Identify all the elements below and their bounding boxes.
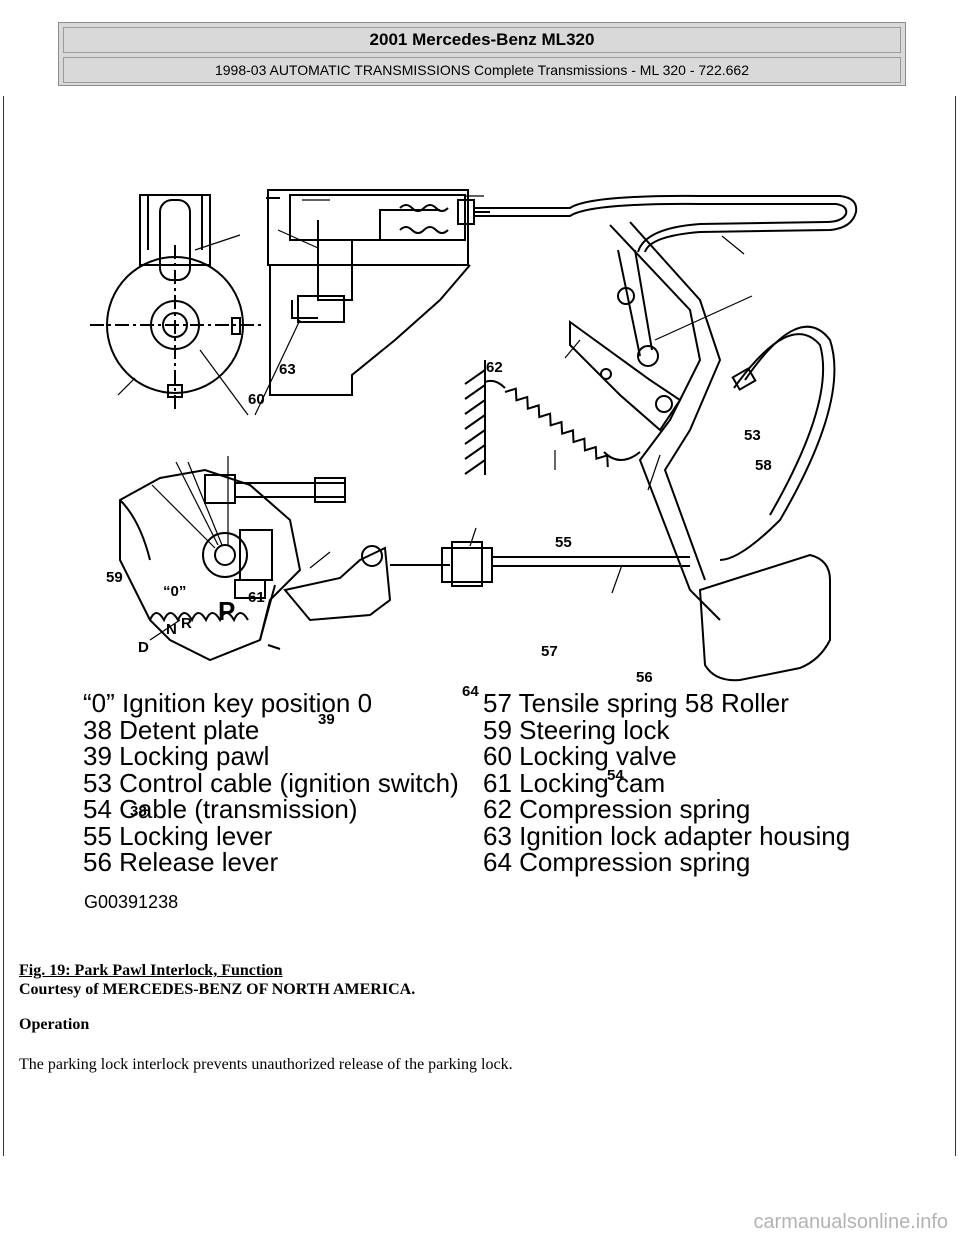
legend-right: 57 Tensile spring 58 Roller 59 Steering … (483, 690, 850, 876)
legend-item: 59 Steering lock (483, 714, 670, 745)
legend-item: “0” Ignition key position 0 (83, 688, 373, 718)
courtesy-line: Courtesy of MERCEDES-BENZ OF NORTH AMERI… (19, 981, 416, 998)
legend-item: 55 Locking lever (83, 820, 273, 851)
figure-caption: Fig. 19: Park Pawl Interlock, Function (19, 962, 283, 979)
callout-neutral: N (166, 621, 177, 638)
cable-loop (719, 325, 836, 561)
compression-spring-62 (399, 204, 449, 212)
body-paragraph: The parking lock interlock prevents unau… (19, 1056, 513, 1073)
ignition-lock-housing (267, 189, 469, 266)
brake-pedal-pad (698, 553, 831, 682)
callout-56: 56 (636, 669, 653, 686)
callout-key-position-0: “0” (163, 583, 187, 600)
interlock-drawing (90, 189, 858, 682)
legend-item: 57 Tensile spring 58 Roller (483, 688, 789, 718)
callout-55: 55 (555, 534, 572, 551)
callout-63: 63 (279, 361, 296, 378)
locking-lever-55 (569, 320, 682, 432)
callout-64: 64 (462, 683, 479, 700)
page-border-right (955, 96, 956, 1156)
callout-park: P (218, 596, 236, 626)
callout-57: 57 (541, 643, 558, 660)
control-cable-53 (474, 194, 858, 253)
page-border-left (3, 96, 4, 1156)
callout-reverse: R (181, 615, 192, 632)
interlock-illustration: 63 62 60 53 58 55 59 “0” 61 P D N R 57 5… (0, 170, 960, 819)
release-lever-56 (609, 224, 721, 621)
legend-item: 56 Release lever (83, 847, 279, 877)
legend-item: 38 Detent plate (83, 714, 260, 745)
legend-item: 39 Locking pawl (83, 741, 270, 771)
legend-item: 62 Compression spring (483, 794, 751, 824)
callout-60: 60 (248, 391, 265, 408)
callout-54: 54 (607, 767, 624, 784)
section-subtitle: 1998-03 AUTOMATIC TRANSMISSIONS Complete… (63, 57, 901, 83)
callout-39: 39 (318, 711, 335, 728)
locking-pawl-39 (283, 546, 392, 622)
legend-item: 63 Ignition lock adapter housing (483, 820, 851, 851)
document-header: 2001 Mercedes-Benz ML320 1998-03 AUTOMAT… (58, 22, 906, 86)
vehicle-title: 2001 Mercedes-Benz ML320 (63, 27, 901, 53)
figure-id: G00391238 (84, 892, 179, 912)
callout-61: 61 (248, 589, 265, 606)
legend-item: 53 Control cable (ignition switch) (83, 767, 459, 798)
legend-item: 60 Locking valve (483, 741, 677, 771)
callout-38: 38 (130, 803, 147, 820)
callout-53: 53 (744, 427, 761, 444)
site-watermark: carmanualsonline.info (753, 1211, 948, 1233)
legend-left: “0” Ignition key position 0 38 Detent pl… (83, 690, 459, 876)
section-heading: Operation (19, 1016, 90, 1033)
legend-item: 61 Locking cam (483, 767, 666, 798)
callout-59: 59 (106, 569, 123, 586)
legend-item: 54 Cable (transmission) (83, 794, 358, 824)
tensile-spring-57 (504, 387, 609, 468)
callout-62: 62 (486, 359, 503, 376)
callout-drive: D (138, 639, 149, 656)
legend-item: 64 Compression spring (483, 847, 751, 877)
callout-58: 58 (755, 457, 772, 474)
